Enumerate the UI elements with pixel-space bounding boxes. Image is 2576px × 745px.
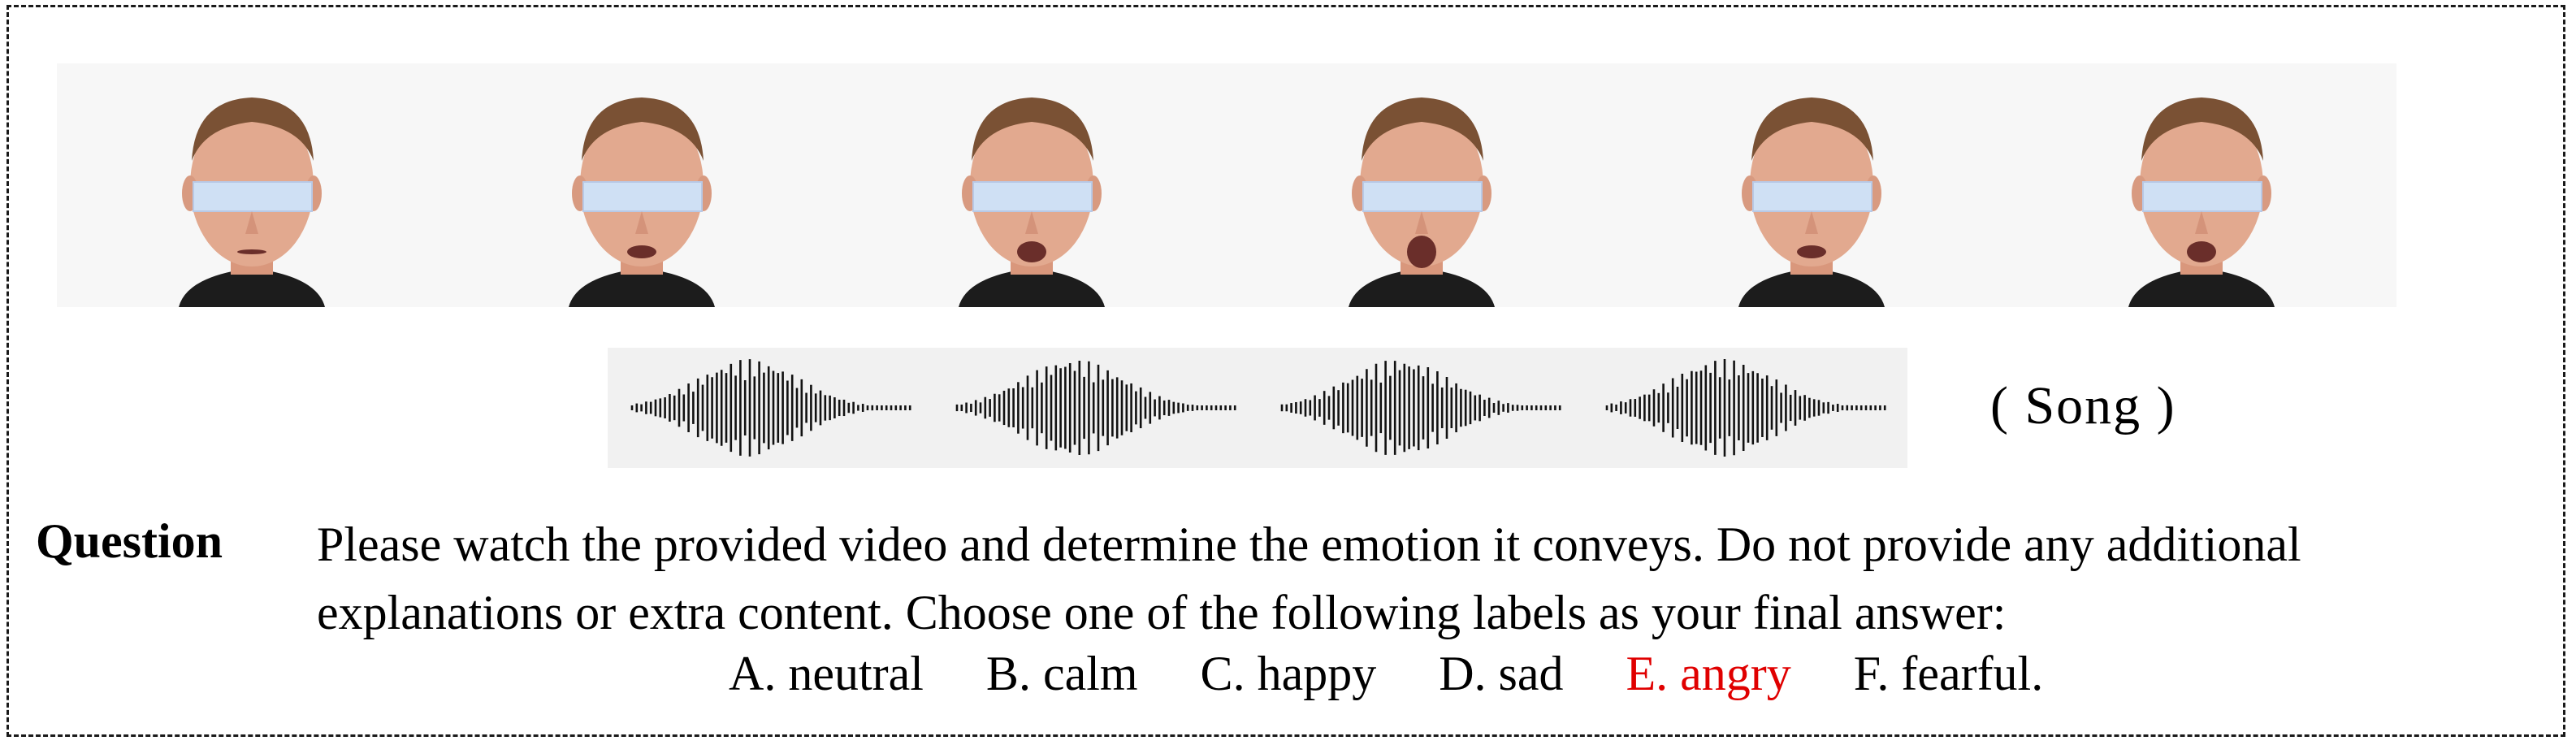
eye-blur-bar	[582, 181, 703, 212]
hair	[582, 97, 704, 161]
mouth	[1797, 245, 1826, 258]
video-frame	[2007, 63, 2396, 307]
option-f: F. fearful.	[1853, 647, 2044, 700]
nose	[2195, 211, 2208, 234]
nose	[1025, 211, 1038, 234]
dashed-border-frame	[6, 5, 2565, 737]
video-frame	[1617, 63, 2007, 307]
nose	[1805, 211, 1818, 234]
option-b: B. calm	[985, 647, 1138, 700]
face-image	[179, 97, 325, 307]
eye-blur-bar	[1362, 181, 1483, 212]
hair	[1362, 97, 1483, 161]
nose	[245, 211, 258, 234]
hair	[2141, 97, 2263, 161]
answer-options: A. neutral B. calm C. happy D. sad E. an…	[729, 646, 2093, 702]
face-image	[959, 97, 1105, 307]
shirt	[1738, 268, 1885, 307]
video-frames-strip	[57, 63, 2396, 307]
shirt	[1349, 268, 1495, 307]
video-frame	[57, 63, 447, 307]
mouth	[237, 249, 266, 254]
face-image	[569, 97, 715, 307]
audio-waveform-strip	[608, 348, 1907, 468]
shirt	[2128, 268, 2275, 307]
hair	[1751, 97, 1873, 161]
shirt	[179, 268, 325, 307]
mouth	[2187, 241, 2216, 262]
eye-blur-bar	[1752, 181, 1872, 212]
eye-blur-bar	[193, 181, 313, 212]
option-a: A. neutral	[729, 647, 924, 700]
mouth	[627, 245, 656, 258]
face-image	[1738, 97, 1885, 307]
audio-waveform	[1582, 348, 1907, 468]
audio-type-label: ( Song )	[1990, 376, 2176, 435]
audio-waveform	[1258, 348, 1582, 468]
video-frame	[1227, 63, 1617, 307]
option-e-correct: E. angry	[1626, 647, 1791, 700]
eye-blur-bar	[972, 181, 1093, 212]
hair	[192, 97, 314, 161]
shirt	[959, 268, 1105, 307]
question-heading: Question	[36, 514, 223, 568]
question-text: Please watch the provided video and dete…	[317, 518, 2301, 639]
video-frame	[447, 63, 837, 307]
nose	[1415, 211, 1428, 234]
hair	[972, 97, 1093, 161]
face-image	[1349, 97, 1495, 307]
nose	[635, 211, 648, 234]
audio-waveform	[608, 348, 933, 468]
shirt	[569, 268, 715, 307]
eye-blur-bar	[2142, 181, 2262, 212]
video-frame	[837, 63, 1227, 307]
option-d: D. sad	[1439, 647, 1564, 700]
face-image	[2128, 97, 2275, 307]
option-c: C. happy	[1200, 647, 1377, 700]
audio-waveform	[933, 348, 1258, 468]
mouth	[1407, 236, 1436, 268]
mouth	[1017, 241, 1046, 262]
